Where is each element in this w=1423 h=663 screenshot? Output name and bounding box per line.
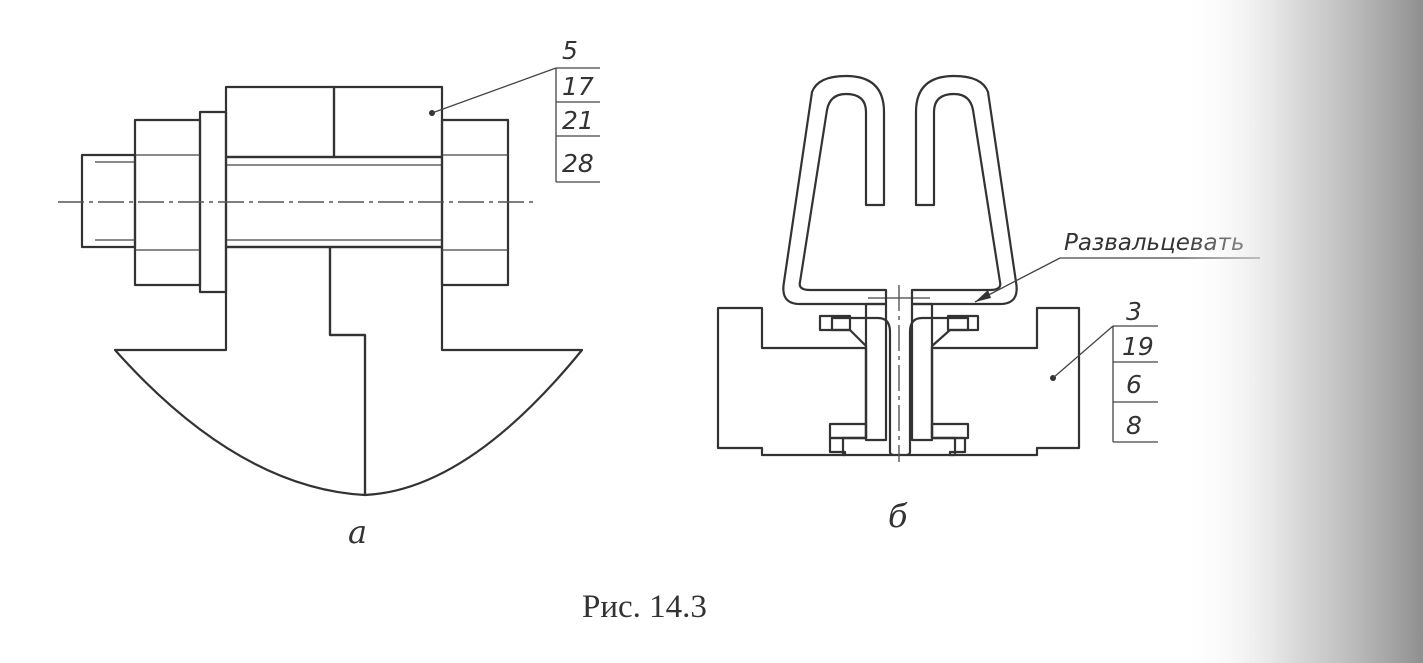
callout-b-4: 8 — [1126, 411, 1142, 440]
callout-b-1: 3 — [1126, 297, 1142, 326]
callout-stack-a: 5 17 21 28 — [555, 36, 600, 183]
right-flange — [946, 314, 980, 332]
figure-b-spring-clip: Развальцевать 3 19 6 8 б — [716, 74, 1260, 535]
callout-a-3: 21 — [562, 106, 594, 135]
bolt-end — [80, 153, 137, 249]
left-flange — [818, 314, 852, 332]
callout-a-2: 17 — [562, 72, 594, 101]
callout-stack-b: 3 19 6 8 — [1112, 297, 1158, 443]
left-spring-leaf — [782, 74, 888, 306]
callout-a-4: 28 — [562, 149, 594, 178]
left-bottom-flange — [828, 422, 868, 440]
insulator-block — [716, 306, 868, 457]
upper-left-block — [224, 85, 336, 159]
figure-caption: Рис. 14.3 — [582, 589, 707, 625]
figure-b-letter: б — [888, 497, 908, 535]
right-spring-leaf — [910, 74, 1018, 306]
upper-right-block — [332, 85, 444, 159]
right-bottom-flange — [930, 422, 970, 440]
figure-a-letter: а — [348, 513, 367, 551]
lower-right-block — [328, 245, 584, 497]
page-edge-shadow — [1180, 0, 1423, 663]
figure-a-bolted-joint: 5 17 21 28 а — [58, 36, 600, 551]
callout-b-3: 6 — [1126, 370, 1142, 399]
rivet-body — [830, 316, 970, 457]
callout-b-2: 19 — [1122, 332, 1154, 361]
callout-a-1: 5 — [562, 36, 578, 65]
